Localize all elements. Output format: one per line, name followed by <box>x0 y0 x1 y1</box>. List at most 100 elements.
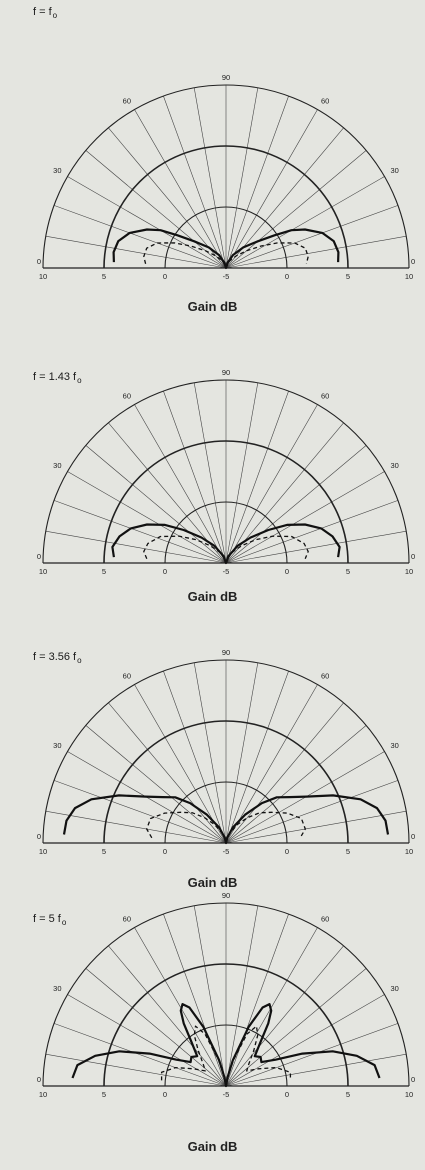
radial-gridline <box>134 684 227 844</box>
radial-gridline <box>225 471 385 564</box>
radial-gridline <box>193 87 227 269</box>
gain-ring <box>42 659 410 844</box>
r-tick-label: 10 <box>405 1090 413 1099</box>
r-tick-label: 5 <box>346 272 350 281</box>
radial-gridline <box>225 725 367 844</box>
radial-gridline <box>225 670 289 844</box>
radial-gridline <box>45 235 227 269</box>
radial-gridline <box>225 662 259 844</box>
r-tick-label: 0 <box>163 567 167 576</box>
r-tick-label: 10 <box>39 1090 47 1099</box>
r-tick-label: -5 <box>223 1090 230 1099</box>
r-tick-label: 10 <box>405 567 413 576</box>
radial-gridline <box>225 445 367 564</box>
radial-gridline <box>193 662 227 844</box>
radial-gridline <box>134 404 227 564</box>
gain-ring <box>42 84 410 269</box>
gain-ring <box>42 902 410 1087</box>
radial-gridline <box>225 150 367 269</box>
r-tick-label: -5 <box>223 567 230 576</box>
angle-tick-label: 30 <box>391 741 399 750</box>
panel-title: f = 1.43 fo <box>33 371 82 385</box>
radial-gridline <box>225 530 407 564</box>
angle-tick-label: 90 <box>222 891 230 900</box>
gain-axis-label: Gain dB <box>187 1139 238 1154</box>
radial-gridline <box>163 95 227 269</box>
radial-gridline <box>45 530 227 564</box>
radial-gridline <box>67 471 227 564</box>
radial-gridline <box>225 913 289 1087</box>
pattern-curve-dashed <box>146 811 306 844</box>
gain-ring <box>164 206 288 269</box>
r-tick-label: 0 <box>163 1090 167 1099</box>
radial-gridline <box>53 500 227 564</box>
radial-gridline <box>85 445 227 564</box>
angle-tick-label: 60 <box>123 392 131 401</box>
angle-tick-label: 30 <box>53 984 61 993</box>
pattern-curve-dashed <box>160 1025 292 1087</box>
radial-gridline <box>163 913 227 1087</box>
angle-tick-label: 90 <box>222 73 230 82</box>
radial-gridline <box>193 382 227 564</box>
radial-gridline <box>108 945 227 1087</box>
r-tick-label: 10 <box>39 847 47 856</box>
radial-gridline <box>53 1023 227 1087</box>
radial-gridline <box>163 390 227 564</box>
angle-tick-label: 0 <box>411 257 415 266</box>
angle-tick-label: 90 <box>222 648 230 657</box>
r-tick-label: 5 <box>102 272 106 281</box>
gain-axis-label: Gain dB <box>187 589 238 604</box>
angle-tick-label: 0 <box>411 552 415 561</box>
gain-ring <box>103 440 349 564</box>
radial-gridline <box>225 500 399 564</box>
radial-gridline <box>225 390 289 564</box>
angle-tick-label: 0 <box>37 257 41 266</box>
radial-gridline <box>67 994 227 1087</box>
radial-gridline <box>225 810 407 844</box>
radial-gridline <box>163 670 227 844</box>
angle-tick-label: 60 <box>321 672 329 681</box>
r-tick-label: 0 <box>285 567 289 576</box>
radial-gridline <box>85 150 227 269</box>
radial-gridline <box>45 810 227 844</box>
pattern-curve-dashed <box>143 535 309 564</box>
r-tick-label: 5 <box>346 1090 350 1099</box>
radial-gridline <box>45 1053 227 1087</box>
angle-tick-label: 60 <box>123 672 131 681</box>
r-tick-label: 0 <box>163 272 167 281</box>
angle-tick-label: 30 <box>53 741 61 750</box>
radial-gridline <box>225 404 318 564</box>
r-tick-label: 5 <box>102 1090 106 1099</box>
angle-tick-label: 90 <box>222 368 230 377</box>
pattern-curve-solid <box>62 794 390 845</box>
radial-gridline <box>225 1053 407 1087</box>
radial-gridline <box>134 109 227 269</box>
angle-tick-label: 0 <box>37 832 41 841</box>
gain-axis-label: Gain dB <box>187 875 238 890</box>
radial-gridline <box>85 968 227 1087</box>
angle-tick-label: 60 <box>123 915 131 924</box>
radial-gridline <box>225 87 259 269</box>
r-tick-label: 10 <box>405 847 413 856</box>
gain-ring <box>103 720 349 844</box>
radial-gridline <box>225 235 407 269</box>
radial-gridline <box>225 382 259 564</box>
radial-gridline <box>85 725 227 844</box>
angle-tick-label: 30 <box>53 166 61 175</box>
pattern-curve-solid <box>71 1003 381 1088</box>
gain-ring <box>42 379 410 564</box>
r-tick-label: 5 <box>346 567 350 576</box>
panel-title: f = fo <box>33 6 58 20</box>
radial-gridline <box>53 780 227 844</box>
angle-tick-label: 0 <box>37 1075 41 1084</box>
r-tick-label: 5 <box>346 847 350 856</box>
angle-tick-label: 60 <box>321 392 329 401</box>
angle-tick-label: 30 <box>53 461 61 470</box>
angle-tick-label: 0 <box>411 1075 415 1084</box>
